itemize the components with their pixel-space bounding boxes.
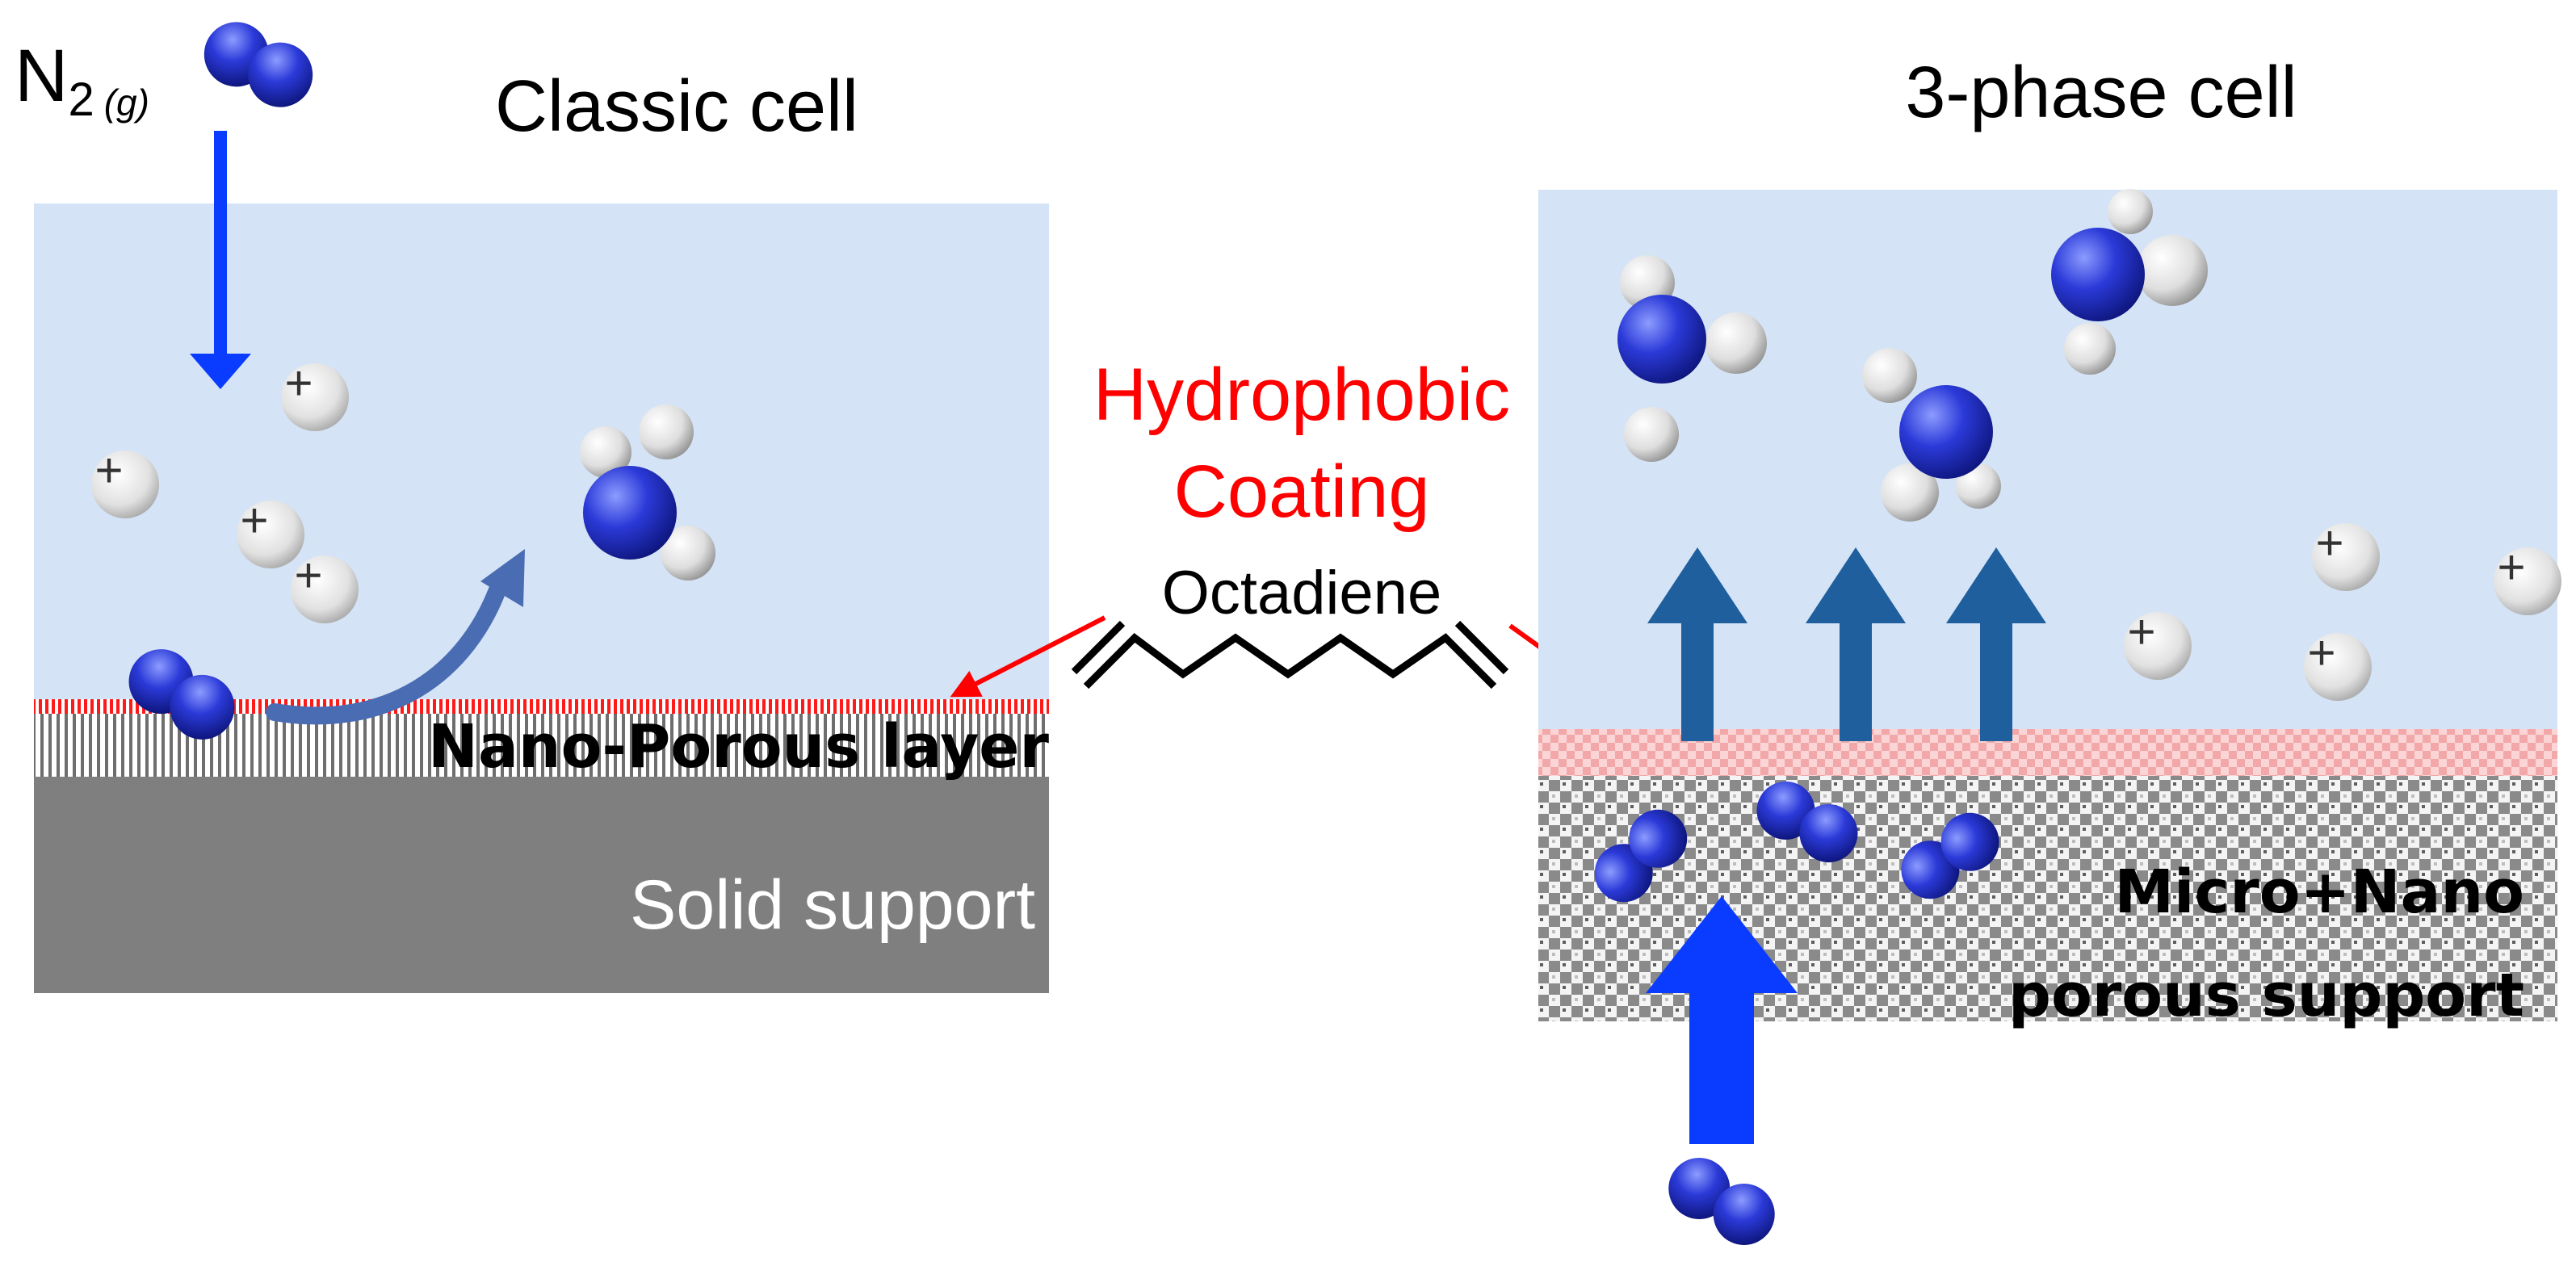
ion-plus-label: + [2127, 605, 2155, 659]
n2-molecule-icon [128, 649, 235, 740]
gas-feed-arrow-up [1646, 896, 1798, 1144]
ion-left-3: + [237, 493, 304, 568]
ion-plus-label: + [94, 443, 123, 497]
n2-molecule-icon [1756, 781, 1858, 863]
ion-plus-label: + [2497, 540, 2525, 594]
classic-cell-title: Classic cell [495, 66, 858, 147]
ammonia-molecule-icon [580, 405, 715, 581]
octadiene-label: Octadiene [1162, 559, 1441, 627]
product-flux-arrow [1806, 547, 1906, 741]
gas-feed-arrow [190, 131, 251, 389]
n2-molecule-icon [1668, 1158, 1775, 1245]
ion-plus-label: + [240, 493, 268, 547]
solid-support [34, 777, 1049, 993]
product-flux-arrow [1946, 547, 2046, 741]
product-flux-arrow [1647, 547, 1747, 741]
n2-molecule-icon [1594, 809, 1688, 903]
classic-cell-panel: Nano-Porous layer Solid support [34, 203, 1049, 993]
n2-gas-label: N2(g) [15, 35, 149, 126]
ion-left-2: + [91, 443, 159, 518]
ion-right-2: + [2494, 540, 2561, 615]
hydrophobic-coating-label-line1: Hydrophobic [1093, 354, 1511, 436]
n2-gas-label-main: N2(g) [15, 35, 149, 126]
electrolyte-left [34, 203, 1049, 702]
hydrophobic-coating-label-line2: Coating [1173, 451, 1429, 533]
ion-right-3: + [2124, 605, 2192, 680]
ammonia-molecule-icon [1862, 348, 2001, 522]
three-phase-cell-title: 3-phase cell [1905, 52, 2297, 133]
micro-nano-support-label-line2: porous support [2008, 961, 2524, 1030]
octadiene-structure [1071, 620, 1509, 690]
n2-molecule-icon [203, 22, 313, 107]
ion-left-1: + [281, 356, 349, 431]
ion-right-1: + [2312, 516, 2380, 591]
nano-porous-layer-label: Nano-Porous layer [428, 712, 1049, 782]
ammonia-molecule-icon [2051, 189, 2208, 375]
solid-support-label: Solid support [630, 866, 1035, 944]
ion-plus-label: + [2307, 626, 2335, 680]
coating-pointer-left [950, 615, 1106, 698]
ion-left-4: + [291, 548, 359, 623]
micro-nano-support-label-line1: Micro+Nano [2114, 857, 2524, 927]
ammonia-molecule-icon [1617, 255, 1767, 462]
ion-plus-label: + [294, 548, 322, 602]
ion-plus-label: + [284, 356, 313, 410]
n2-molecule-icon [1901, 812, 1999, 899]
ion-right-4: + [2304, 626, 2372, 701]
ion-plus-label: + [2315, 516, 2343, 570]
reaction-arrow [266, 549, 525, 725]
